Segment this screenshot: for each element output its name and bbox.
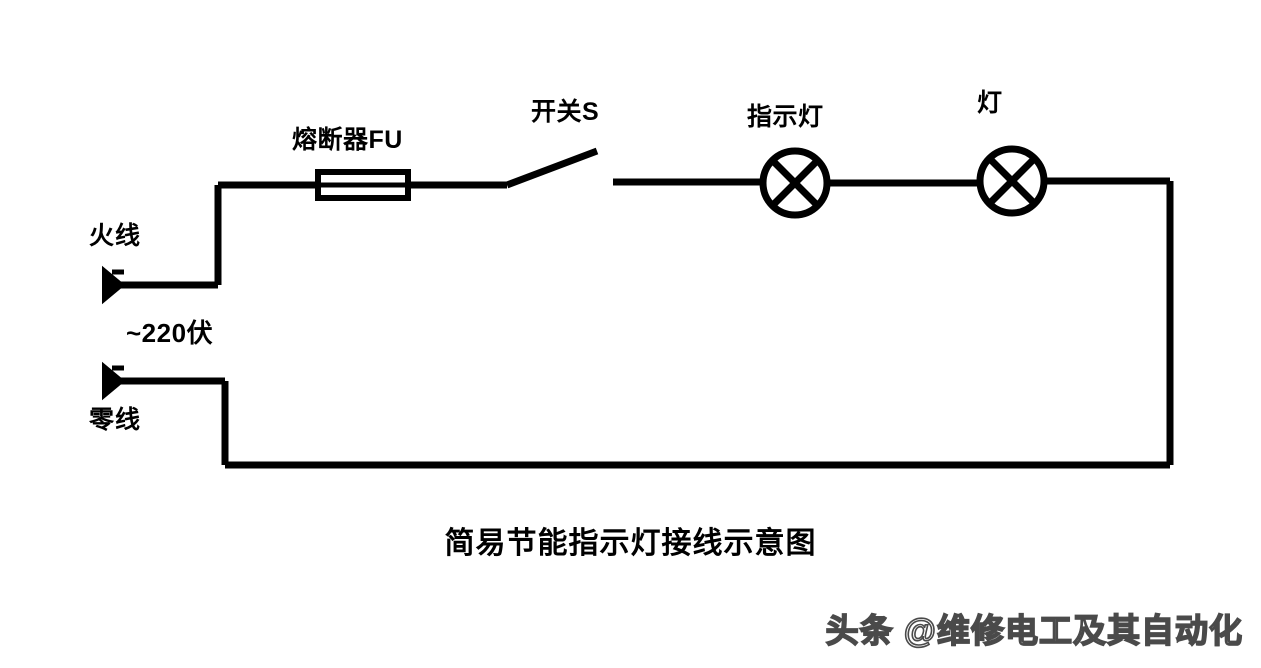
live-wire-path [118,181,318,289]
fuse-symbol [315,169,411,201]
lamp-symbol [976,145,1048,217]
diagram-title: 简易节能指示灯接线示意图 [444,527,817,560]
voltage-label: ~220伏 [126,318,214,348]
switch-symbol [505,147,763,189]
indicator-lamp-label: 指示灯 [747,103,824,131]
neutral-terminal-symbol [102,361,126,401]
switch-label: 开关S [531,98,600,126]
live-wire-label: 火线 [89,222,142,250]
indicator-lamp-symbol [759,147,831,219]
live-terminal-symbol [102,265,126,305]
neutral-wire-label: 零线 [89,406,142,434]
return-wire-path [118,177,1174,469]
fuse-label: 熔断器FU [292,126,403,154]
lamp-label: 灯 [977,89,1003,117]
watermark-text: 头条 @维修电工及其自动化 [825,611,1243,650]
